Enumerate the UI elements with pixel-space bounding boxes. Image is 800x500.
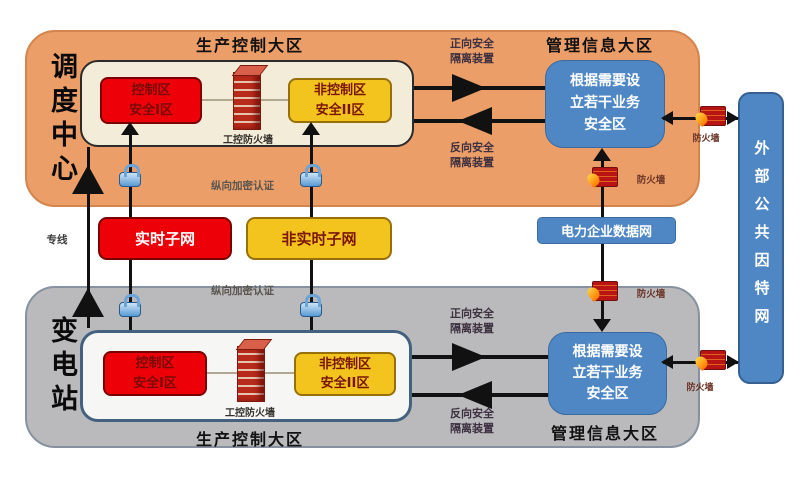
down-arrow-business-bottom [593,319,611,332]
business-line3: 安全区 [586,386,629,402]
encryption-auth-label-bottom: 纵向加密认证 [211,285,274,297]
noncontrol-zone-box-bottom: 非控制区 安全II区 [294,352,396,396]
business-line1: 根据需要设 [570,73,640,90]
power-data-network-box: 电力企业数据网 [537,217,676,244]
external-internet-box: 外部公共因特网 [738,92,784,384]
reverse-arrow-icon-bottom [458,381,492,409]
nonrealtime-subnet-box: 非实时子网 [246,217,392,260]
internet-arrow-left-bottom [661,355,673,369]
business-line3: 安全区 [584,116,626,133]
forward-arrow-icon-bottom [452,343,486,371]
brick-firewall-icon-top [233,72,261,130]
noncontrol-zone-line2: 安全II区 [320,376,370,391]
reverse-label-line2: 隔离装置 [450,422,494,436]
management-zone-title-bottom: 管理信息大区 [550,424,659,443]
industrial-firewall-label-bottom: 工控防火墙 [225,408,275,419]
brick-firewall-icon-bottom [237,346,265,402]
production-zone-title-top: 生产控制大区 [195,36,304,55]
external-internet-label: 外部公共因特网 [752,140,771,336]
firewall-icon-bottom-right [700,350,726,370]
reverse-isolation-label-bottom: 反向安全 隔离装置 [436,406,508,437]
dedicated-line [87,147,90,328]
up-arrow-business-top [593,148,611,161]
control-zone-line1: 控制区 [131,83,171,98]
substation-title: 变电站 [46,316,77,418]
reverse-label-line1: 反向安全 [450,407,494,420]
padlock-icon-bottom-left [119,294,141,317]
business-line2: 立若干业务 [572,365,643,381]
forward-label-line1: 正向安全 [450,307,494,320]
forward-arrow-icon-top [452,74,486,102]
padlock-icon-bottom-right [300,294,322,317]
industrial-firewall-label-top: 工控防火墙 [223,135,273,146]
power-data-network-label: 电力企业数据网 [560,225,652,240]
noncontrol-zone-line2: 安全II区 [315,102,365,118]
management-zone-title-top: 管理信息大区 [545,36,654,55]
control-zone-line2: 安全I区 [133,375,177,391]
realtime-subnet-label: 实时子网 [134,230,195,248]
internet-arrow-left-top [661,111,673,125]
reverse-arrow-icon-top [458,107,492,135]
firewall-label-bottom-middle: 防火墙 [636,289,666,300]
forward-label-line2: 隔离装置 [450,322,494,336]
dedicated-line-arrow-bottom [72,288,104,317]
forward-label-line1: 正向安全 [450,37,494,50]
business-security-box-top: 根据需要设 立若干业务 安全区 [545,60,665,148]
firewall-label-top-middle: 防火墙 [636,175,666,186]
control-zone-box-bottom: 控制区 安全I区 [103,351,207,396]
up-arrow-noncontrol-top [302,122,320,135]
firewall-icon-top-right [700,106,726,126]
realtime-subnet-box: 实时子网 [98,217,232,260]
business-security-box-bottom: 根据需要设 立若干业务 安全区 [548,332,667,415]
firewall-label-bottom-right: 防火墙 [686,383,714,393]
business-datanet-link-top [601,159,604,217]
padlock-icon-top-left [119,164,141,187]
internet-arrow-right-top [727,111,739,125]
firewall-icon-bottom-middle [592,281,618,301]
nonrealtime-subnet-label: 非实时子网 [281,230,357,248]
noncontrol-zone-line1: 非控制区 [318,356,371,372]
forward-isolation-label-bottom: 正向安全 隔离装置 [436,306,508,337]
noncontrol-zone-box-top: 非控制区 安全II区 [288,78,392,123]
reverse-isolation-label-top: 反向安全 隔离装置 [436,140,508,171]
business-line1: 根据需要设 [572,344,643,360]
control-zone-line1: 控制区 [135,356,175,371]
internet-arrow-right-bottom [727,355,739,369]
control-zone-line2: 安全I区 [129,102,173,118]
dispatch-center-title: 调度中心 [46,52,77,188]
business-line2: 立若干业务 [570,95,640,112]
up-arrow-control-top [121,122,139,135]
reverse-label-line2: 隔离装置 [450,156,494,170]
encryption-auth-label-top: 纵向加密认证 [211,180,274,192]
production-zone-title-bottom: 生产控制大区 [195,430,304,449]
forward-label-line2: 隔离装置 [450,52,494,66]
noncontrol-zone-line1: 非控制区 [313,83,366,98]
dedicated-line-label: 专线 [46,234,68,246]
padlock-icon-top-right [300,164,322,187]
firewall-icon-top-middle [592,167,618,187]
dedicated-line-arrow-top [72,165,104,194]
firewall-label-top-right: 防火墙 [692,134,720,144]
control-zone-box-top: 控制区 安全I区 [100,77,202,124]
reverse-label-line1: 反向安全 [450,141,494,154]
forward-isolation-label-top: 正向安全 隔离装置 [436,36,508,67]
